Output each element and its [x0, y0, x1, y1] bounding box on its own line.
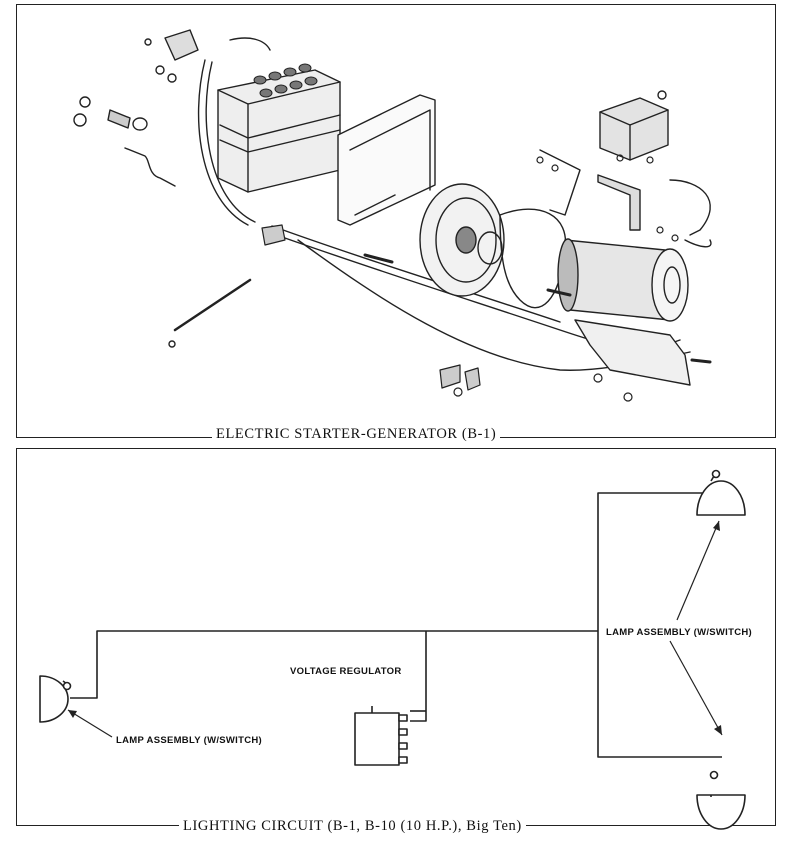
tie-rod — [173, 278, 252, 332]
start-switch — [144, 29, 199, 83]
wire-right-bus — [597, 492, 722, 758]
lamp-left-label: LAMP ASSEMBLY (W/SWITCH) — [116, 735, 263, 746]
leader-lamp-left — [67, 709, 113, 738]
caption-lighting-circuit: LIGHTING CIRCUIT (B-1, B-10 (10 H.P.), B… — [179, 818, 526, 834]
hardware — [261, 154, 712, 402]
voltage-regulator-unit — [599, 90, 669, 161]
leader-lamp-upper — [676, 520, 720, 621]
pulley — [419, 183, 505, 297]
leader-lamp-lower — [669, 640, 723, 736]
wire-main — [70, 630, 598, 699]
battery-frame — [337, 94, 436, 226]
lamp-right-upper — [696, 469, 746, 516]
lamp-right-label: LAMP ASSEMBLY (W/SWITCH) — [604, 627, 755, 638]
voltage-regulator-label: VOLTAGE REGULATOR — [290, 666, 402, 677]
lamp-left — [39, 675, 72, 723]
wire-to-regulator — [410, 631, 427, 722]
lamp-right-lower — [696, 770, 746, 830]
key-switch — [73, 96, 148, 131]
voltage-regulator-box — [354, 706, 408, 766]
caption-starter-generator: ELECTRIC STARTER-GENERATOR (B-1) — [212, 426, 501, 442]
mount-bracket — [574, 319, 691, 386]
